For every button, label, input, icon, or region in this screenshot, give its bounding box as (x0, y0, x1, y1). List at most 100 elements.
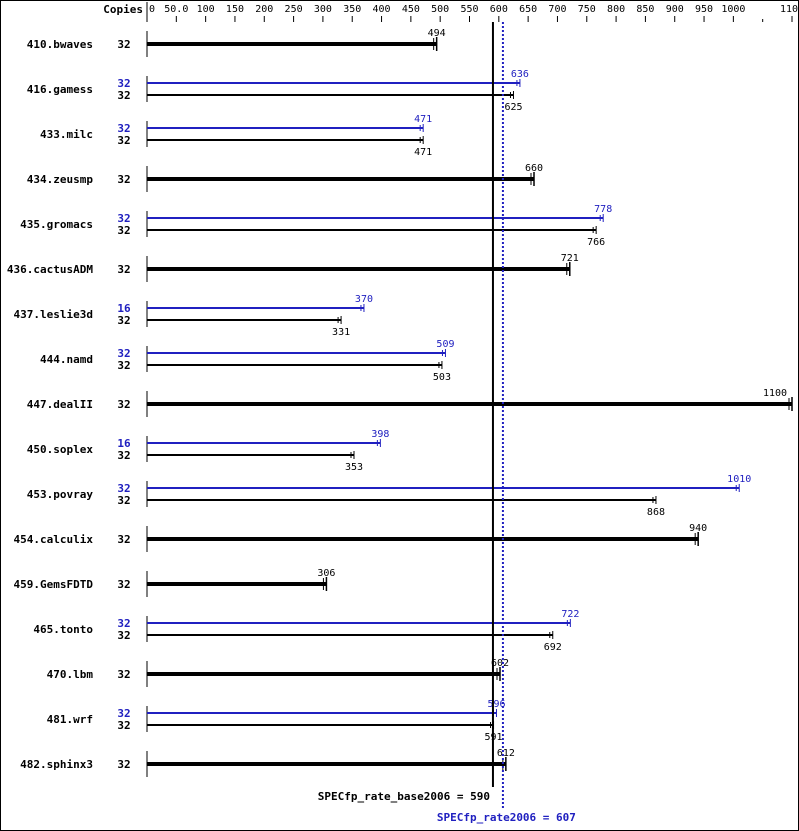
copies-base: 32 (117, 224, 130, 237)
base-bar (147, 762, 506, 766)
base-bar (147, 537, 699, 541)
copies-base: 32 (117, 89, 130, 102)
copies-base: 32 (117, 533, 130, 546)
peak-bar (147, 307, 364, 309)
tick-label: 1000 (721, 4, 745, 15)
base-value-label: 692 (544, 642, 562, 653)
copies-peak: 32 (117, 617, 130, 630)
tick-label: 150 (226, 4, 244, 15)
tick-label: 750 (578, 4, 596, 15)
tick-label: 100 (197, 4, 215, 15)
tick-label: 850 (636, 4, 654, 15)
benchmark-label: 433.milc (40, 128, 93, 141)
copies-base: 32 (117, 578, 130, 591)
benchmark-label: 447.dealII (27, 398, 93, 411)
base-value-label: 331 (332, 327, 350, 338)
base-bar (147, 139, 424, 141)
copies-peak: 16 (117, 437, 131, 450)
tick-label: 900 (666, 4, 684, 15)
peak-mean-label: SPECfp_rate2006 = 607 (437, 811, 576, 824)
peak-value-label: 636 (511, 69, 529, 80)
copies-base: 32 (117, 494, 130, 507)
base-bar (147, 724, 494, 726)
base-value-label: 940 (689, 523, 707, 534)
base-mean-label: SPECfp_rate_base2006 = 590 (318, 790, 490, 803)
tick-label: 300 (314, 4, 332, 15)
copies-base: 32 (117, 173, 130, 186)
peak-bar (147, 712, 497, 714)
benchmark-label: 482.sphinx3 (20, 758, 93, 771)
tick-label: 250 (285, 4, 303, 15)
base-value-label: 471 (414, 147, 432, 158)
base-bar (147, 454, 354, 456)
tick-label: 0 (149, 4, 155, 15)
copies-base: 32 (117, 398, 130, 411)
base-bar (147, 42, 437, 46)
tick-label: 500 (431, 4, 449, 15)
base-value-label: 602 (491, 658, 509, 669)
base-bar (147, 499, 656, 501)
peak-bar (147, 352, 446, 354)
benchmark-label: 444.namd (40, 353, 93, 366)
tick-label: 350 (343, 4, 361, 15)
base-value-label: 503 (433, 372, 451, 383)
tick-label: 450 (402, 4, 420, 15)
base-value-label: 612 (497, 748, 515, 759)
peak-value-label: 722 (561, 609, 579, 620)
base-bar (147, 364, 442, 366)
peak-bar (147, 622, 571, 624)
base-bar (147, 177, 534, 181)
benchmark-label: 416.gamess (27, 83, 93, 96)
copies-peak: 32 (117, 347, 130, 360)
benchmark-label: 410.bwaves (27, 38, 93, 51)
tick-label: 400 (373, 4, 391, 15)
copies-base: 32 (117, 719, 130, 732)
copies-base: 32 (117, 758, 130, 771)
copies-peak: 32 (117, 482, 130, 495)
copies-base: 32 (117, 314, 130, 327)
benchmark-label: 437.leslie3d (14, 308, 93, 321)
copies-base: 32 (117, 38, 130, 51)
peak-value-label: 1010 (727, 474, 751, 485)
tick-label: 200 (255, 4, 273, 15)
copies-peak: 32 (117, 122, 130, 135)
base-value-label: 721 (561, 253, 579, 264)
peak-value-label: 370 (355, 294, 373, 305)
tick-label: 650 (519, 4, 537, 15)
tick-label: 550 (460, 4, 478, 15)
benchmark-label: 434.zeusmp (27, 173, 94, 186)
benchmark-label: 454.calculix (14, 533, 94, 546)
base-bar (147, 267, 570, 271)
peak-bar (147, 217, 604, 219)
base-bar (147, 94, 514, 96)
tick-label: 1100 (780, 4, 799, 15)
benchmark-label: 453.povray (27, 488, 94, 501)
base-value-label: 766 (587, 237, 605, 248)
base-bar (147, 634, 553, 636)
copies-base: 32 (117, 449, 130, 462)
copies-peak: 16 (117, 302, 131, 315)
base-value-label: 353 (345, 462, 363, 473)
peak-value-label: 509 (436, 339, 454, 350)
base-value-label: 1100 (763, 388, 787, 399)
benchmark-label: 465.tonto (33, 623, 93, 636)
copies-peak: 32 (117, 77, 130, 90)
base-value-label: 494 (428, 28, 446, 39)
peak-bar (147, 82, 520, 84)
peak-value-label: 778 (594, 204, 612, 215)
base-bar (147, 582, 327, 586)
copies-peak: 32 (117, 212, 130, 225)
tick-label: 50.0 (164, 4, 188, 15)
copies-header: Copies (103, 3, 143, 16)
copies-peak: 32 (117, 707, 130, 720)
benchmark-label: 481.wrf (47, 713, 93, 726)
copies-base: 32 (117, 134, 130, 147)
peak-value-label: 398 (371, 429, 389, 440)
benchmark-label: 436.cactusADM (7, 263, 93, 276)
base-value-label: 660 (525, 163, 543, 174)
copies-base: 32 (117, 359, 130, 372)
tick-label: 950 (695, 4, 713, 15)
base-bar (147, 402, 792, 406)
